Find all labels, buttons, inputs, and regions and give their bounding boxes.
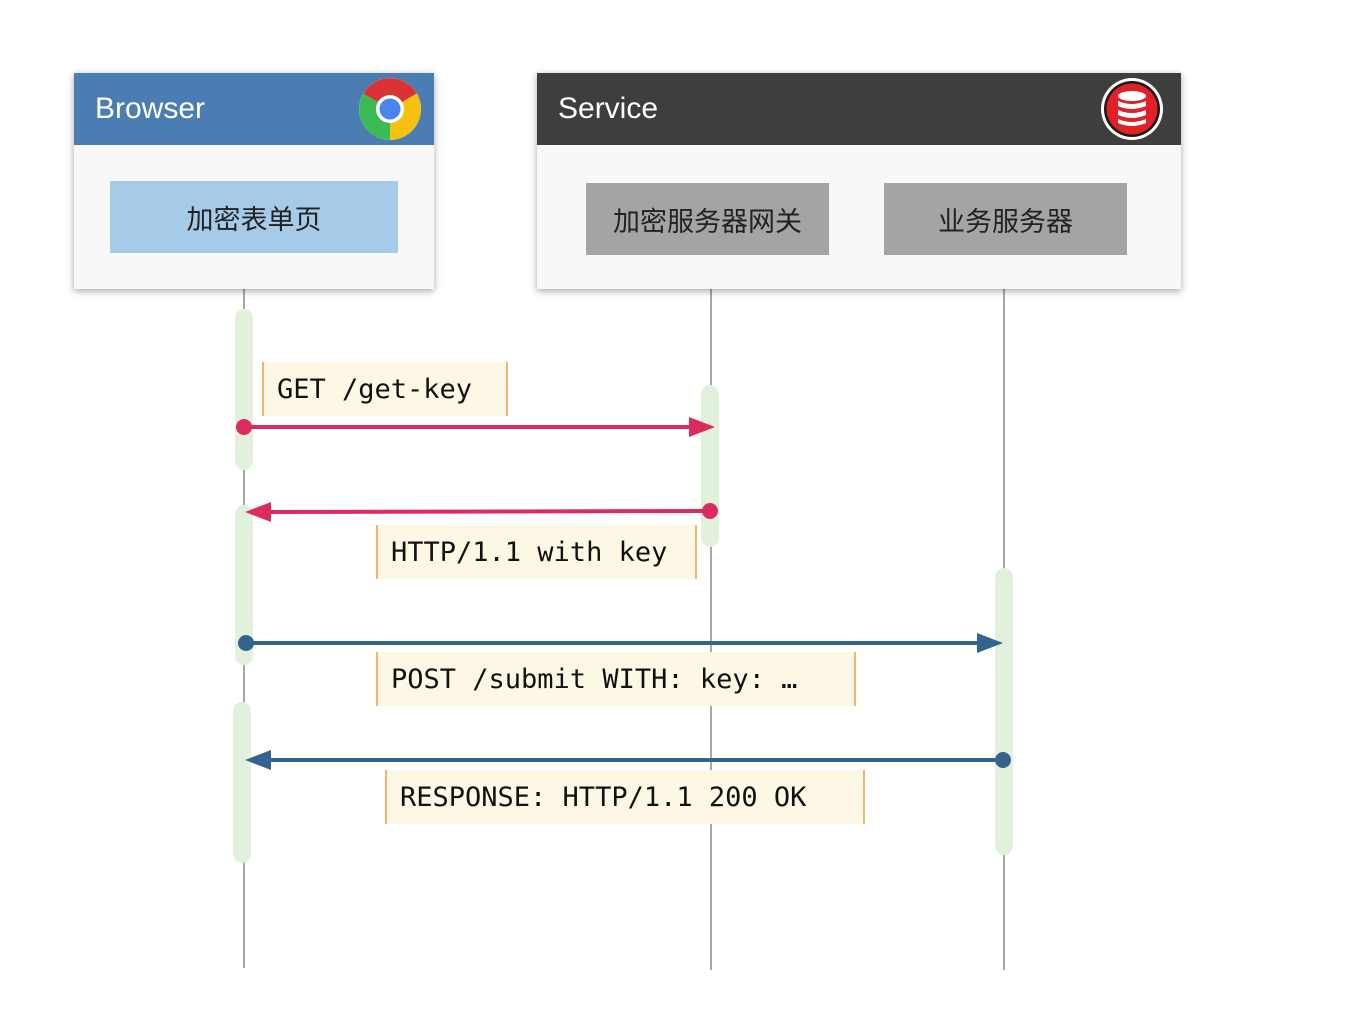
service-group-title: Service: [558, 92, 659, 125]
activation-bar: [235, 505, 253, 665]
participant-encrypted-form-page: 加密表单页: [110, 181, 398, 253]
service-group-header: Service: [537, 73, 1181, 145]
message-label-text: HTTP/1.1 with key: [391, 536, 668, 568]
message-label-final-response: RESPONSE: HTTP/1.1 200 OK: [385, 770, 865, 824]
message-label-get-key: GET /get-key: [262, 362, 508, 416]
service-group: Service: [537, 73, 1181, 289]
arrow-get-key: [236, 417, 715, 437]
activation-bar: [701, 385, 719, 547]
participant-label: 加密服务器网关: [613, 206, 802, 238]
message-label-text: POST /submit WITH: key: …: [391, 663, 798, 695]
database-icon: [1101, 78, 1163, 140]
activation-bar: [233, 702, 251, 863]
participant-encryption-gateway: 加密服务器网关: [586, 183, 829, 255]
lifelines: [243, 253, 1005, 970]
arrow-post-submit: [238, 633, 1003, 653]
message-label-post-submit: POST /submit WITH: key: …: [376, 652, 856, 706]
participant-business-server: 业务服务器: [884, 183, 1127, 255]
browser-group-title: Browser: [95, 92, 206, 125]
message-label-text: GET /get-key: [277, 373, 473, 405]
arrow-final-response: [245, 750, 1011, 770]
message-label-text: RESPONSE: HTTP/1.1 200 OK: [400, 781, 807, 813]
participant-label: 业务服务器: [938, 206, 1073, 238]
activation-bar: [235, 309, 253, 470]
message-label-key-response: HTTP/1.1 with key: [376, 525, 697, 579]
message-arrows: [236, 417, 1011, 770]
participant-label: 加密表单页: [186, 204, 322, 236]
activation-bar: [995, 568, 1013, 855]
arrow-key-response: [245, 502, 718, 522]
chrome-icon: [359, 78, 421, 140]
